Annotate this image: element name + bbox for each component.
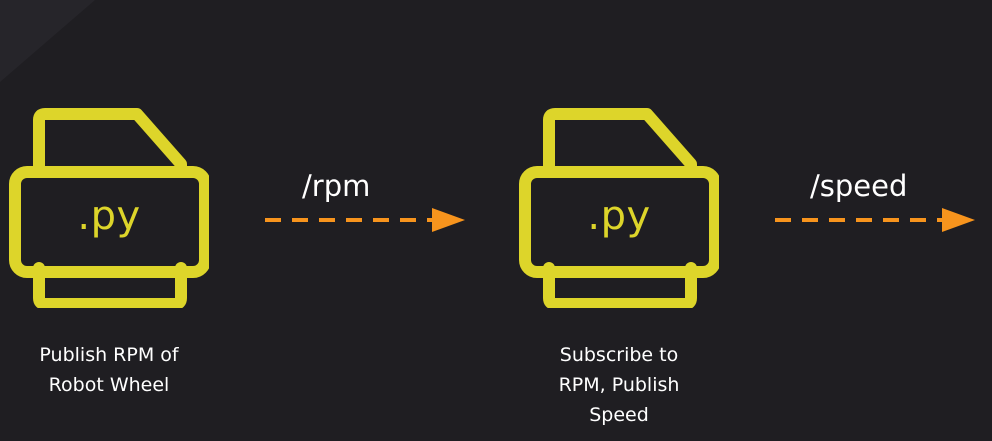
topic-label: /rpm	[302, 169, 371, 203]
topic-label: /speed	[810, 169, 908, 203]
dashed-arrow-icon	[775, 208, 975, 232]
caption-line: Publish RPM of	[39, 344, 179, 366]
file-extension-label: .py	[77, 193, 141, 239]
caption-line: Robot Wheel	[48, 374, 170, 396]
node-caption: Subscribe to RPM, Publish Speed	[519, 340, 719, 430]
caption-line: Speed	[589, 404, 649, 426]
python-file-icon	[9, 108, 209, 308]
corner-decoration	[0, 0, 95, 82]
python-file-icon	[519, 108, 719, 308]
dashed-arrow-icon	[265, 208, 465, 232]
node-caption: Publish RPM of Robot Wheel	[9, 340, 209, 400]
caption-line: RPM, Publish	[558, 374, 680, 396]
caption-line: Subscribe to	[559, 344, 679, 366]
file-extension-label: .py	[587, 193, 651, 239]
